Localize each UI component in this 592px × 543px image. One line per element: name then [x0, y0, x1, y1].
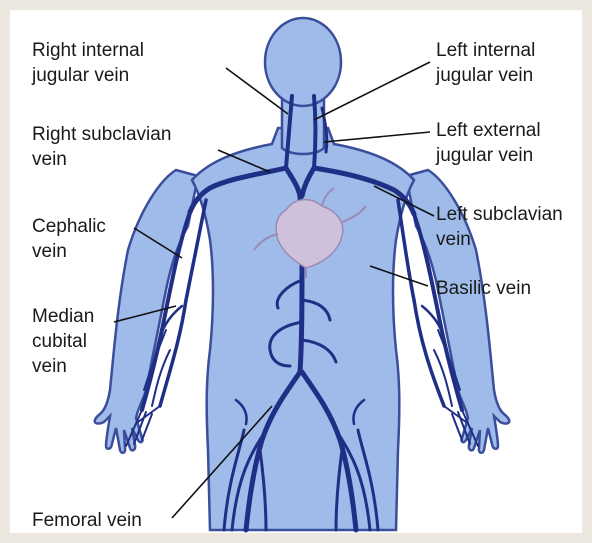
- leader-left-external-jugular: [324, 132, 430, 142]
- label-basilic-vein: Basilic vein: [436, 276, 531, 301]
- label-femoral-vein: Femoral vein: [32, 508, 142, 533]
- head: [265, 18, 341, 106]
- body-illustration: [10, 10, 582, 533]
- left-internal-jugular-vein: [314, 96, 316, 168]
